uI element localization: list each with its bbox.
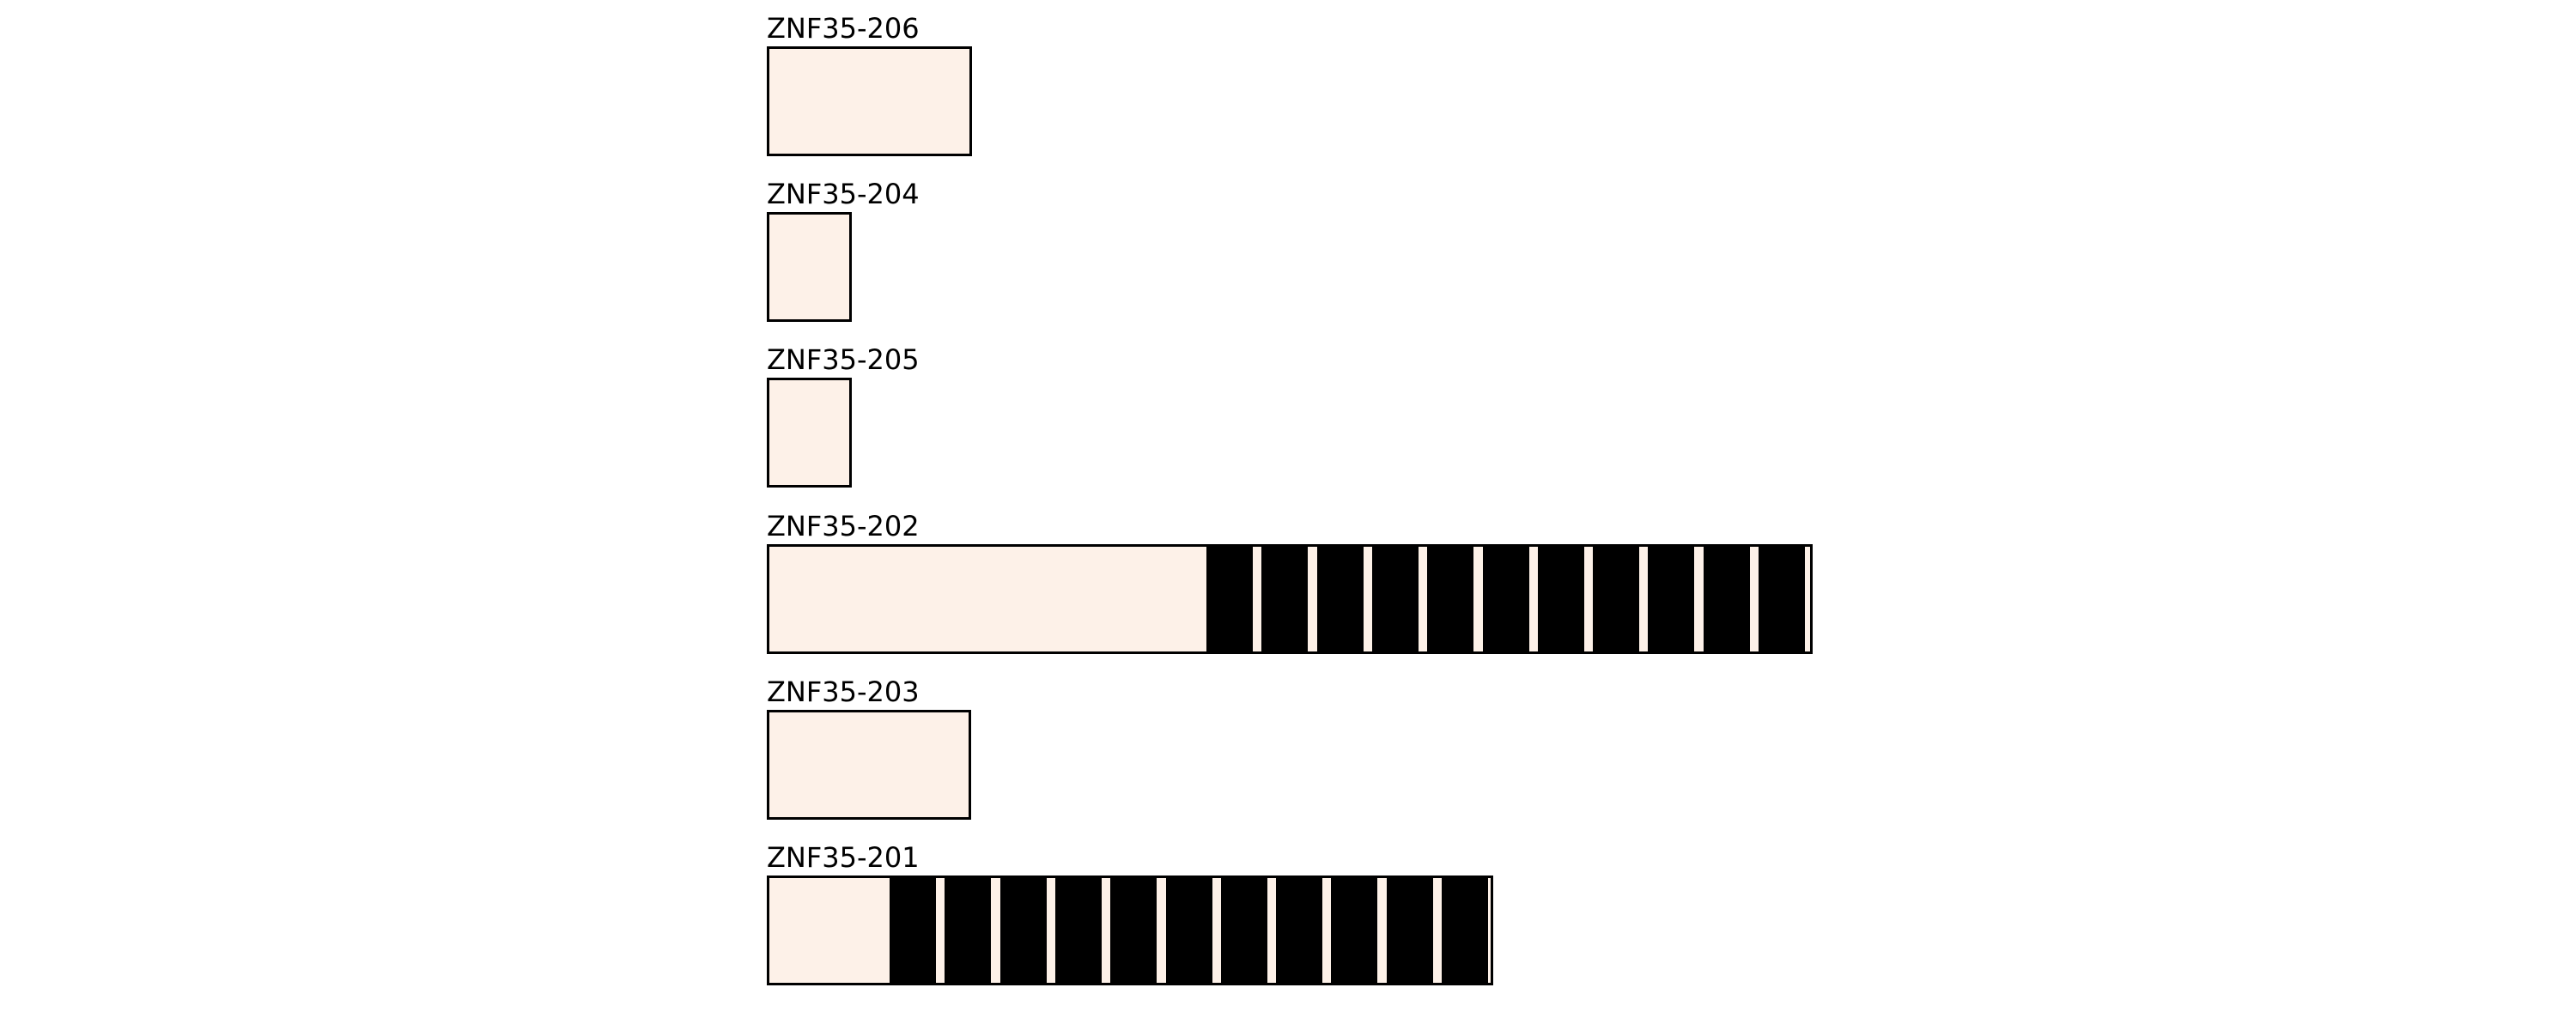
zinc-finger-domain-block: [1759, 544, 1805, 654]
transcript-row: ZNF35-203: [767, 678, 971, 820]
transcript-protein-bar: [767, 544, 1813, 654]
transcript-row: ZNF35-204: [767, 180, 920, 322]
transcript-label: ZNF35-204: [767, 178, 920, 210]
zinc-finger-domain-block: [1372, 544, 1419, 654]
transcript-protein-bar: [767, 710, 971, 820]
zinc-finger-domain-block: [1483, 544, 1529, 654]
transcript-row: ZNF35-202: [767, 512, 1813, 654]
zinc-finger-domain-block: [1331, 876, 1377, 985]
zinc-finger-domain-block: [1387, 876, 1433, 985]
zinc-finger-domain-block: [1110, 876, 1157, 985]
transcript-row: ZNF35-206: [767, 15, 972, 156]
transcript-label: ZNF35-206: [767, 12, 920, 45]
zinc-finger-domain-block: [945, 876, 991, 985]
transcript-row: ZNF35-205: [767, 346, 920, 488]
zinc-finger-domain-block: [1000, 876, 1047, 985]
zinc-finger-domain-block: [1317, 544, 1364, 654]
zinc-finger-domain-block: [1593, 544, 1639, 654]
zinc-finger-domain-block: [1442, 876, 1488, 985]
transcript-protein-bar: [767, 212, 852, 322]
zinc-finger-domain-block: [1166, 876, 1212, 985]
transcript-protein-bar: [767, 876, 1493, 985]
transcript-label: ZNF35-205: [767, 343, 920, 376]
transcript-label: ZNF35-201: [767, 841, 920, 874]
transcript-row: ZNF35-201: [767, 844, 1493, 985]
zinc-finger-domain-block: [1648, 544, 1694, 654]
zinc-finger-domain-block: [1538, 544, 1584, 654]
zinc-finger-domain-block: [1276, 876, 1322, 985]
zinc-finger-domain-block: [1261, 544, 1308, 654]
zinc-finger-domain-block: [1427, 544, 1473, 654]
zinc-finger-domain-block: [1055, 876, 1102, 985]
transcript-protein-bar: [767, 46, 972, 156]
zinc-finger-domain-block: [890, 876, 936, 985]
zinc-finger-domain-block: [1221, 876, 1267, 985]
zinc-finger-domain-block: [1704, 544, 1750, 654]
transcript-protein-bar: [767, 378, 852, 488]
transcript-label: ZNF35-202: [767, 510, 920, 542]
transcript-label: ZNF35-203: [767, 676, 920, 708]
zinc-finger-domain-block: [1206, 544, 1253, 654]
